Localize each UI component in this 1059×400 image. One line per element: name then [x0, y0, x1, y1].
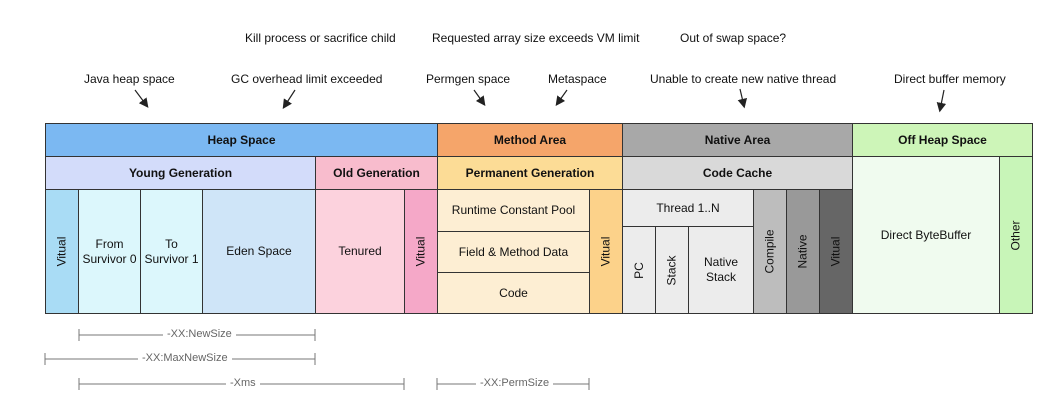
- error-kill-process: Kill process or sacrifice child: [245, 31, 396, 45]
- pc: PC: [622, 226, 656, 314]
- arrow-permgen: [473, 89, 486, 106]
- error-direct-buffer: Direct buffer memory: [894, 72, 1006, 86]
- direct-bytebuffer: Direct ByteBuffer: [852, 156, 1000, 314]
- dimension-permsize: -XX:PermSize: [476, 377, 554, 389]
- error-metaspace: Metaspace: [548, 72, 607, 86]
- arrow-gc-overhead: [282, 89, 296, 110]
- virtual-old: Vitual: [404, 189, 438, 314]
- permanent-generation: Permanent Generation: [437, 156, 623, 190]
- native: Native: [786, 189, 820, 314]
- thread-1-n: Thread 1..N: [622, 189, 754, 227]
- eden-space: Eden Space: [202, 189, 316, 314]
- native-area: Native Area: [622, 123, 853, 157]
- arrow-direct-buffer: [936, 89, 947, 113]
- stack: Stack: [655, 226, 689, 314]
- dimension-maxnewsize: -XX:MaxNewSize: [138, 352, 232, 364]
- error-java-heap-space: Java heap space: [84, 72, 175, 86]
- code-cache: Code Cache: [622, 156, 853, 190]
- off-heap-space: Off Heap Space: [852, 123, 1033, 157]
- arrow-native-thread: [737, 88, 748, 109]
- dimension-xms: -Xms: [226, 377, 260, 389]
- arrow-metaspace: [555, 89, 568, 106]
- virtual-young: Vitual: [45, 189, 79, 314]
- arrow-java-heap: [134, 89, 149, 108]
- other-offheap: Other: [999, 156, 1033, 314]
- compile: Compile: [753, 189, 787, 314]
- young-generation: Young Generation: [45, 156, 316, 190]
- virtual-native: Vitual: [819, 189, 853, 314]
- error-requested-array-size: Requested array size exceeds VM limit: [432, 31, 640, 45]
- virtual-perm: Vitual: [589, 189, 623, 314]
- error-native-thread: Unable to create new native thread: [650, 72, 837, 86]
- method-area: Method Area: [437, 123, 623, 157]
- error-permgen-space: Permgen space: [426, 72, 511, 86]
- heap-space: Heap Space: [45, 123, 438, 157]
- dimension-newsize: -XX:NewSize: [163, 328, 236, 340]
- old-generation: Old Generation: [315, 156, 438, 190]
- field-method-data: Field & Method Data: [437, 231, 590, 273]
- error-out-of-swap: Out of swap space?: [680, 31, 787, 45]
- error-gc-overhead: GC overhead limit exceeded: [231, 72, 383, 86]
- code: Code: [437, 272, 590, 314]
- runtime-constant-pool: Runtime Constant Pool: [437, 189, 590, 232]
- tenured: Tenured: [315, 189, 405, 314]
